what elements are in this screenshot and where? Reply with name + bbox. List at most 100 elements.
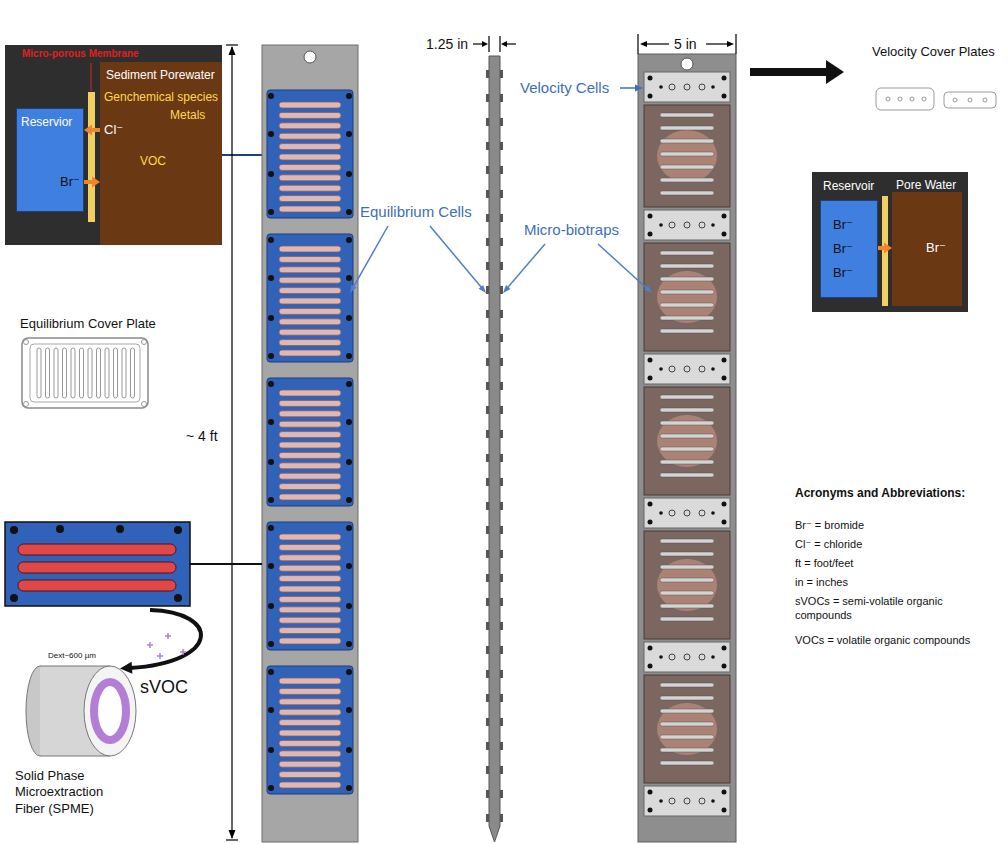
cell-slot — [279, 288, 341, 294]
part-label: Micro-biotraps — [524, 221, 619, 240]
side-notch — [486, 382, 489, 390]
connector — [84, 177, 100, 188]
curved-arrow — [130, 610, 201, 668]
screw — [722, 94, 727, 99]
screw — [346, 237, 352, 243]
side-notch — [500, 670, 503, 678]
abbreviation: VOCs = volatile organic compounds — [795, 634, 970, 648]
screw — [346, 209, 352, 215]
port — [968, 98, 972, 102]
port — [669, 366, 675, 372]
cover-plate — [876, 88, 934, 110]
biotrap-slot — [660, 578, 714, 582]
cell-slot — [279, 730, 341, 736]
port — [711, 85, 715, 89]
side-notch — [486, 94, 489, 102]
fiber-face — [84, 666, 136, 756]
side-notch — [486, 550, 489, 558]
biotrap-slot — [660, 761, 714, 765]
cell-slot — [279, 751, 341, 757]
velocity-cell — [644, 498, 730, 528]
biotrap-slot — [660, 251, 714, 255]
biotrap-slot — [660, 696, 714, 700]
side-notch — [500, 742, 503, 750]
screw — [268, 209, 274, 215]
dimension-label: ~ 4 ft — [186, 428, 218, 446]
arrowhead — [84, 125, 92, 136]
screw — [722, 664, 727, 669]
pointer-line — [222, 154, 262, 156]
screw — [346, 419, 352, 425]
biotrap-slot — [660, 604, 714, 608]
biotrap-slot — [660, 178, 714, 182]
side-notch — [500, 382, 503, 390]
side-notch — [486, 574, 489, 582]
cell-slot — [279, 761, 341, 767]
dimension-line — [231, 47, 232, 838]
cover-slot — [46, 348, 50, 398]
cell-slot — [279, 534, 341, 540]
abbreviation: Br⁻ = bromide — [795, 519, 864, 533]
biotrap-glow — [657, 703, 717, 755]
cover-plate-inner — [30, 344, 140, 402]
screw — [346, 353, 352, 359]
screw — [346, 525, 352, 531]
arrowhead — [92, 177, 100, 188]
port — [659, 655, 663, 659]
screw — [174, 526, 182, 534]
biotrap-slot — [660, 617, 714, 621]
port — [922, 97, 926, 101]
dimension-label: Dext~600 µm — [48, 651, 96, 661]
dimension-label: 1.25 in — [426, 36, 468, 54]
velocity-cell — [644, 72, 730, 102]
cell-slot — [279, 175, 341, 181]
side-notch — [500, 622, 503, 630]
cell-closeup — [5, 522, 190, 606]
cell-slot — [279, 154, 341, 160]
biotrap-slot — [660, 473, 714, 477]
dimension-tick — [637, 34, 638, 54]
screw — [346, 459, 352, 465]
cover-slot — [63, 348, 67, 398]
cell-slot — [279, 688, 341, 694]
cell-slot — [279, 185, 341, 191]
cell-slot — [279, 628, 341, 634]
side-profile — [489, 56, 500, 842]
cell-slot — [279, 740, 341, 746]
cell-slot — [279, 390, 341, 396]
screw — [346, 381, 352, 387]
screw — [722, 214, 727, 219]
screw — [268, 459, 274, 465]
cell-slot — [279, 709, 341, 715]
cell-slot — [279, 112, 341, 118]
cell-slot — [279, 400, 341, 406]
side-notch — [500, 430, 503, 438]
port — [983, 98, 987, 102]
screw — [648, 214, 653, 219]
dimension-arrow — [646, 43, 669, 44]
spme-fiber — [18, 544, 176, 555]
equilibrium-cell — [267, 234, 353, 362]
abbreviation: sVOCs = semi-volatile organic compounds — [795, 595, 980, 623]
side-notch — [486, 166, 489, 174]
cover-slot — [88, 348, 92, 398]
screw — [648, 232, 653, 237]
node-heading: Pore Water — [896, 178, 956, 193]
screw — [268, 237, 274, 243]
cell-slot — [279, 432, 341, 438]
cell-slot — [279, 206, 341, 212]
side-notch — [500, 334, 503, 342]
block-arrow — [750, 60, 844, 84]
port — [684, 798, 690, 804]
side-notch — [486, 502, 489, 510]
port — [910, 97, 914, 101]
cell-slot — [279, 638, 341, 644]
biotrap-glow — [657, 559, 717, 611]
side-notch — [500, 286, 503, 294]
screw — [722, 502, 727, 507]
dimension-arrow — [473, 43, 483, 44]
dimension-tick — [735, 34, 736, 54]
side-notch — [486, 742, 489, 750]
dimension-arrow — [506, 43, 516, 44]
biotrap-slot — [660, 434, 714, 438]
